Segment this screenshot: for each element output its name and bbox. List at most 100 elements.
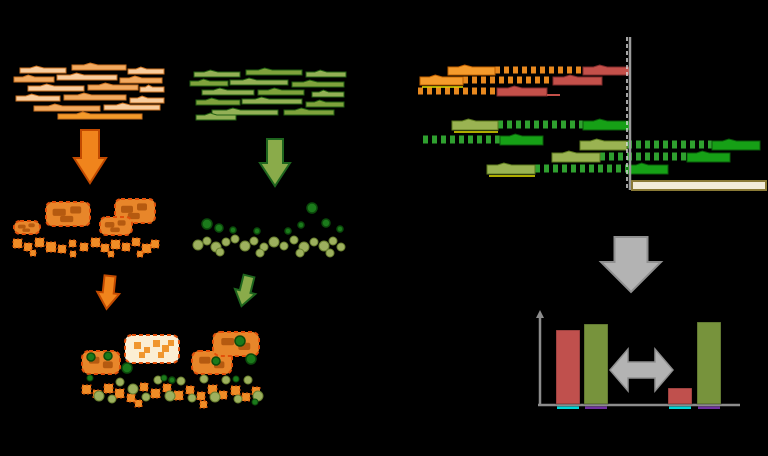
olive-dot [279, 241, 289, 251]
cream-inner-square [153, 340, 160, 347]
orange-square-particle [23, 242, 33, 252]
fragment-blob [70, 206, 82, 214]
track-read-right [582, 64, 631, 76]
green-read-glyph [291, 79, 345, 88]
dark-green-dot [214, 223, 224, 233]
olive-dot [289, 235, 299, 245]
track-read-left [447, 64, 496, 76]
fragment-rect [99, 216, 133, 236]
orange-square-particle [29, 249, 37, 257]
orange-read-glyph [71, 62, 127, 71]
orange-read-glyph [57, 111, 143, 120]
orange-read-glyph [103, 102, 161, 111]
merged-green-dot [245, 353, 257, 365]
dark-green-dot [201, 218, 213, 230]
orange-read-glyph [63, 92, 127, 101]
olive-dot [239, 240, 251, 252]
mix-olive-dot [107, 394, 117, 404]
green-read-glyph [195, 112, 237, 121]
bar [583, 323, 609, 405]
green-read-glyph [211, 107, 279, 116]
mix-dark-dot [251, 398, 259, 406]
green-read-glyph [193, 69, 241, 78]
orange-square-particle [121, 242, 131, 252]
mix-olive-dot [199, 374, 209, 384]
fragment-blob [117, 220, 126, 226]
merged-green-dot [86, 352, 96, 362]
orange-square-particle [57, 244, 67, 254]
green-reads-panel [189, 67, 347, 121]
bar [555, 329, 581, 405]
mix-orange-square [139, 382, 149, 392]
fragment-blob [17, 224, 26, 229]
comparison-bar-chart [536, 310, 740, 409]
merge-arrow-icons [95, 273, 258, 311]
dark-green-dot [306, 202, 318, 214]
fragment-rect [45, 201, 91, 227]
cream-inner-square [158, 352, 164, 358]
orange-square-particle [69, 250, 77, 258]
track-read-right [582, 118, 631, 131]
gene-model-bar [631, 180, 767, 191]
fragment-blob [60, 215, 74, 223]
merged-blob [221, 338, 235, 346]
mix-olive-dot [221, 375, 231, 385]
summarize-arrow-icon [598, 236, 664, 294]
orange-square-particle [68, 239, 77, 248]
cream-inner-square [162, 345, 169, 352]
olive-dot [295, 248, 305, 258]
orange-read-glyph [19, 65, 67, 74]
olive-dot [230, 234, 240, 244]
olive-dot [249, 236, 259, 246]
orange-square-particle [34, 237, 45, 248]
fragment-blob [127, 212, 140, 220]
track-read-left [551, 150, 601, 163]
mix-orange-square [207, 384, 218, 395]
orange-square-particle [90, 237, 101, 248]
orange-read-glyph [87, 82, 139, 91]
orange-square-particle [150, 239, 160, 249]
merged-condensates-panel [81, 331, 264, 409]
mix-orange-square [81, 384, 92, 395]
dark-green-dot [229, 226, 237, 234]
orange-square-particle [79, 242, 89, 252]
track-read-left [419, 74, 464, 86]
orange-square-particle [141, 243, 152, 254]
track-read-left [486, 162, 536, 175]
mix-olive-dot [164, 390, 176, 402]
merged-green-dot [168, 376, 176, 384]
mix-olive-dot [115, 377, 125, 387]
orange-read-glyph [15, 93, 61, 102]
track-read-right [626, 162, 669, 175]
cream-inner-square [168, 340, 174, 346]
green-read-glyph [245, 67, 303, 76]
green-read-glyph [195, 97, 241, 106]
green-read-glyph [241, 96, 303, 105]
big-gray-down-arrow-icon [598, 236, 664, 294]
olive-dot [325, 248, 335, 258]
category-tick [698, 406, 720, 409]
green-particles-panel [192, 202, 346, 258]
green-read-glyph [229, 77, 289, 86]
orange-square-particle [131, 237, 141, 247]
track-read-right [552, 74, 603, 86]
category-tick [669, 406, 691, 409]
green-read-glyph [201, 87, 255, 96]
small-down-arrow-green-icon [233, 273, 258, 308]
mix-olive-dot [233, 394, 243, 404]
orange-read-glyph [56, 72, 118, 81]
merged-blob [199, 356, 211, 364]
mix-orange-square [199, 400, 208, 409]
olive-dot [202, 236, 212, 246]
bar [667, 387, 693, 405]
mix-orange-square [150, 388, 161, 399]
olive-dot [215, 247, 225, 257]
olive-dot [318, 240, 330, 252]
mix-olive-dot [127, 383, 139, 395]
track-read-right [711, 138, 761, 151]
olive-dot [328, 236, 338, 246]
mix-orange-square [134, 399, 143, 408]
workflow-arrow-icons [72, 129, 292, 188]
